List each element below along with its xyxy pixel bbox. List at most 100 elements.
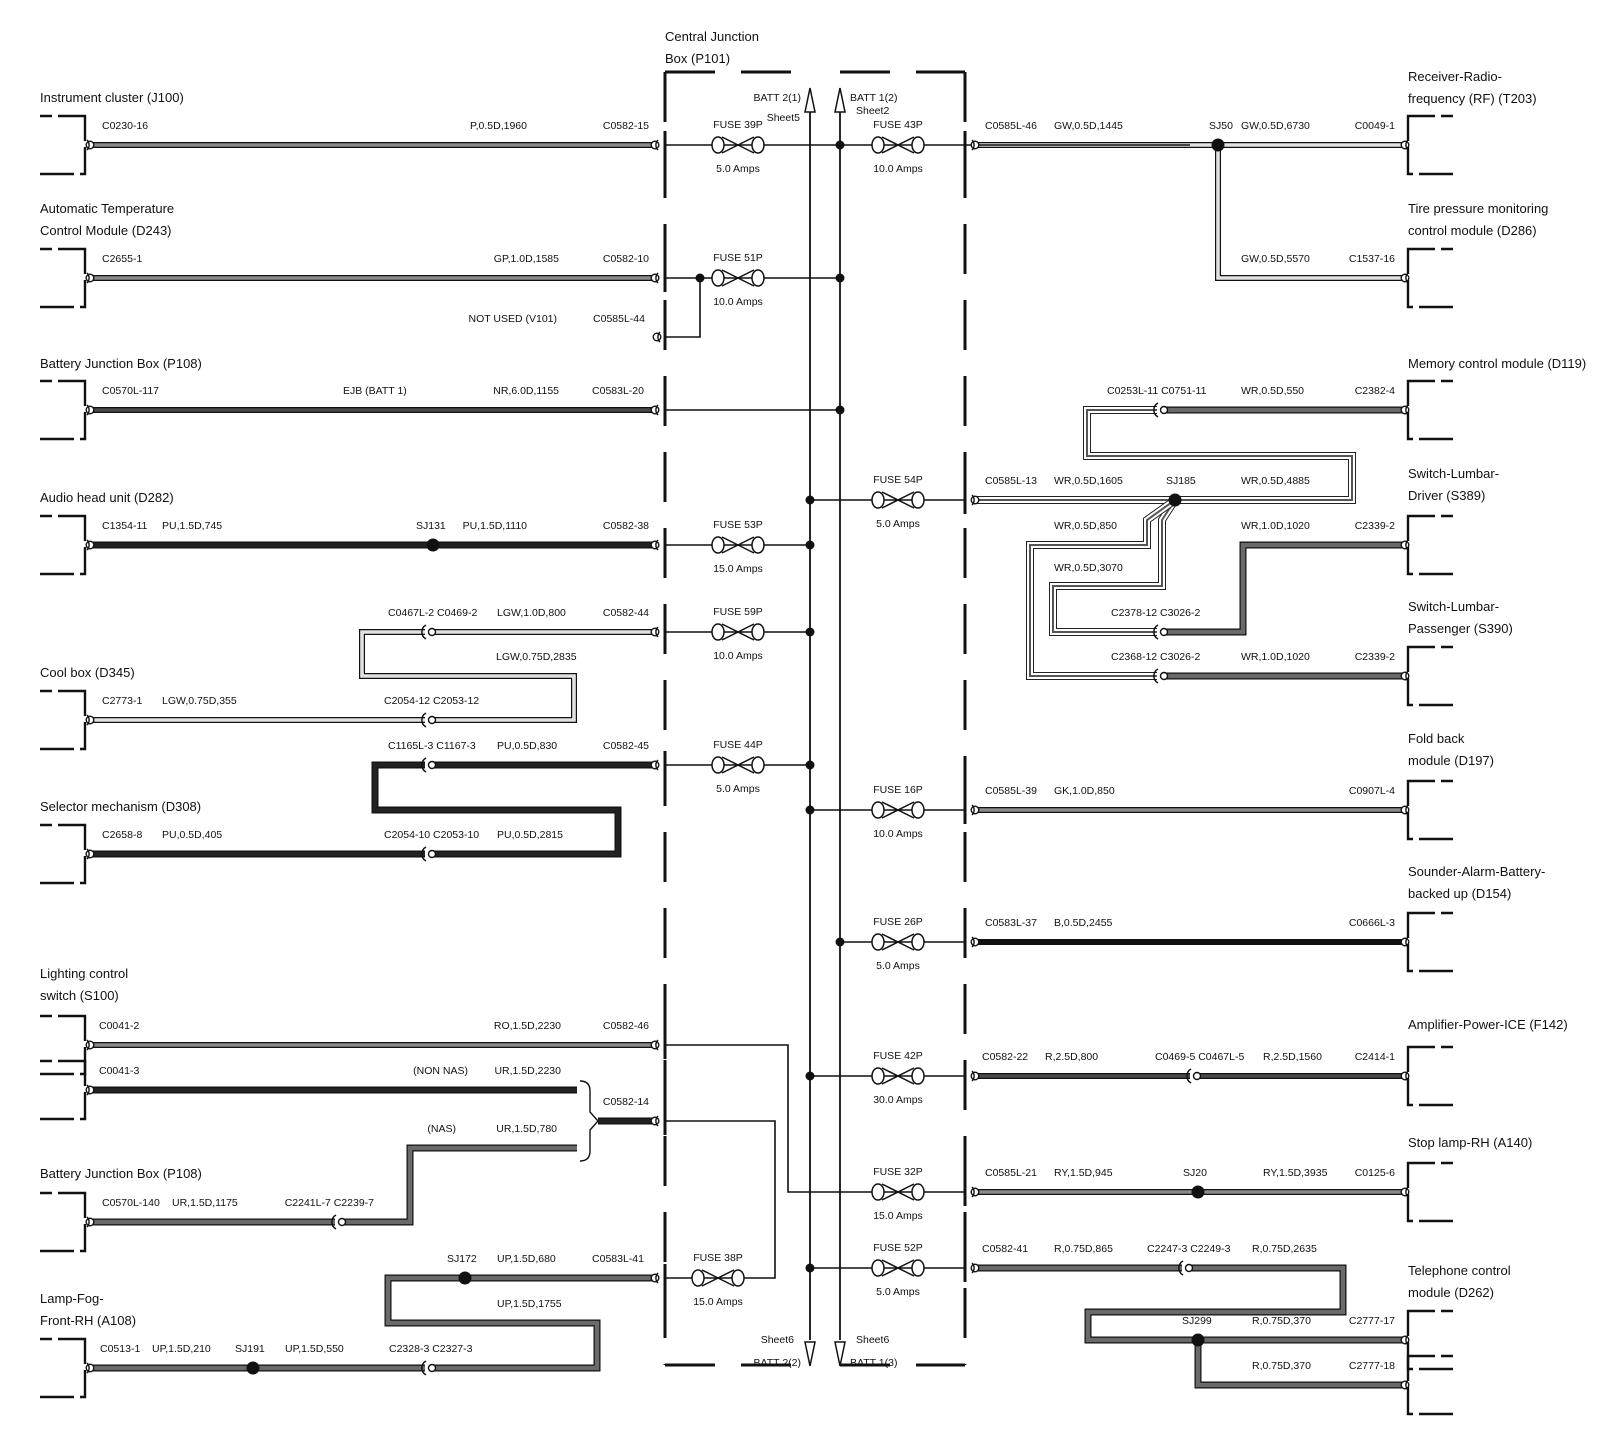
component-bracket [40, 1014, 87, 1076]
connector-pin [970, 1070, 980, 1082]
pin-arc [1153, 624, 1159, 640]
wire-label: WR,1.0D,1020 [1241, 651, 1310, 663]
fuse-end [711, 536, 725, 554]
connector-pin [650, 1039, 660, 1051]
pin-ring [85, 273, 95, 283]
connector-pin [970, 804, 980, 816]
component-bracket [1406, 645, 1453, 707]
wire-label: R,0.75D,865 [1054, 1243, 1113, 1255]
inline-connector [421, 712, 437, 728]
junction-dot [805, 1263, 815, 1273]
fuse-label: FUSE 38P [693, 1252, 743, 1264]
fuse-label: FUSE 53P [713, 519, 763, 531]
wire-label: C0585L-13 [985, 475, 1037, 487]
pin-ring [1192, 1071, 1202, 1081]
component-bracket [1406, 779, 1453, 841]
wire [1165, 542, 1405, 635]
component-bracket [1406, 379, 1453, 441]
fuse-link [881, 1067, 915, 1085]
wire [975, 409, 1353, 501]
fuse-link [881, 933, 915, 951]
wire-outline [1165, 541, 1405, 636]
pin-ring [650, 405, 660, 415]
connector-pin [650, 1272, 660, 1284]
component-name: Audio head unit (D282) [40, 490, 174, 505]
wire-label: C0041-3 [99, 1065, 139, 1077]
pin-arc [421, 624, 427, 640]
component-name: Cool box (D345) [40, 665, 135, 680]
pin-arc [971, 804, 975, 816]
component-bracket [40, 247, 87, 309]
component-bracket [40, 689, 87, 751]
component-name: switch (S100) [40, 988, 119, 1003]
wire-label: SJ299 [1182, 1315, 1212, 1327]
fuse-link [701, 1269, 735, 1287]
fuse-end [871, 1259, 885, 1277]
wire-label: WR,1.0D,1020 [1241, 520, 1310, 532]
junction-dot [805, 1071, 815, 1081]
pin-arc [421, 712, 427, 728]
fuse-label: FUSE 51P [713, 252, 763, 264]
component-name: Fold back [1408, 731, 1465, 746]
pin-arc [86, 272, 90, 284]
component-bracket [1406, 514, 1453, 576]
connector-pin [650, 272, 660, 284]
rail-arrow [804, 87, 816, 113]
wire-label: WR,0.5D,550 [1241, 385, 1304, 397]
wires [90, 142, 1405, 1389]
wire-label: SJ50 [1209, 120, 1233, 132]
wire-label: LGW,1.0D,800 [497, 607, 566, 619]
wire-label: R,2.5D,800 [1045, 1051, 1098, 1063]
wire-label: C0666L-3 [1349, 917, 1395, 929]
wire-label: C0585L-21 [985, 1167, 1037, 1179]
pin-arc [86, 714, 90, 726]
fuse-link [881, 801, 915, 819]
wire-label: GW,0.5D,1445 [1054, 120, 1123, 132]
rail-arrow [834, 1341, 846, 1367]
pin-arc [86, 539, 90, 551]
component-name: Battery Junction Box (P108) [40, 356, 202, 371]
wire-label: WR,0.5D,4885 [1241, 475, 1310, 487]
fuse-end [871, 801, 885, 819]
box-title: Central Junction [665, 29, 759, 44]
fuse-rating: 5.0 Amps [876, 1286, 920, 1298]
wire-label: C2339-2 [1355, 520, 1395, 532]
component-bracket [40, 514, 87, 576]
fuse-end [911, 1259, 925, 1277]
wire-label: C0041-2 [99, 1020, 139, 1032]
wire-label: PU,1.5D,1110 [463, 520, 528, 532]
fuse-label: FUSE 54P [873, 474, 923, 486]
wire [360, 630, 576, 722]
splice-dot [1168, 493, 1182, 507]
connector-pin [85, 139, 95, 151]
wire-label: C2054-12 C2053-12 [384, 695, 479, 707]
wire-label: C1165L-3 C1167-3 [388, 740, 476, 752]
junction-dot [835, 140, 845, 150]
wire-label: C0582-46 [603, 1020, 649, 1032]
junction-dot [805, 495, 815, 505]
wire-label: C2368-12 C3026-2 [1111, 651, 1200, 663]
wire [1085, 1265, 1405, 1343]
junction-box-outline [663, 70, 967, 1367]
pin-ring [1400, 671, 1410, 681]
pin-arc [86, 1084, 90, 1096]
pin-arc [421, 757, 427, 773]
fuse-link [881, 1259, 915, 1277]
pin-arc [331, 1214, 337, 1230]
wire-label: GP,1.0D,1585 [494, 253, 559, 265]
wire-label: UR,1.5D,780 [496, 1123, 557, 1135]
wire-label: C1537-16 [1349, 253, 1395, 265]
pin-ring [1400, 805, 1410, 815]
pin-ring [427, 627, 437, 637]
pin-ring [970, 805, 980, 815]
fuse-end [751, 756, 765, 774]
component-name: Automatic Temperature [40, 201, 174, 216]
fuse-rating: 15.0 Amps [873, 1210, 923, 1222]
fuse-end [911, 1067, 925, 1085]
wire-label: WR,0.5D,1605 [1054, 475, 1123, 487]
